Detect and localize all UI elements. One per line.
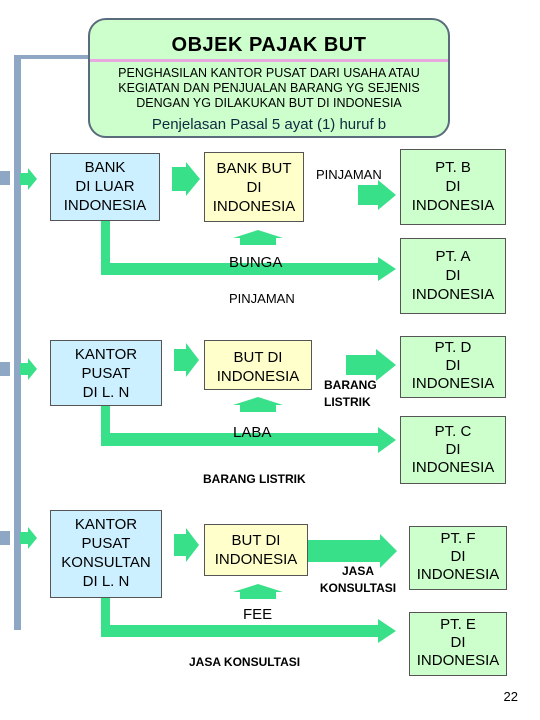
- arrow-right-icon: [20, 168, 37, 190]
- arrow-right-icon: [358, 180, 396, 210]
- transaction-label-pinjaman: PINJAMAN: [316, 167, 382, 182]
- transaction-label-jasa-konsultasi: JASA KONSULTASI: [319, 564, 397, 595]
- source-box-kantor-konsultan: KANTOR PUSAT KONSULTAN DI L. N: [50, 510, 162, 598]
- flow-label-pinjaman: PINJAMAN: [229, 291, 295, 306]
- pt-box-e: PT. E DI INDONESIA: [409, 612, 507, 676]
- arrow-up-icon: [233, 230, 283, 245]
- diagram-title: OBJEK PAJAK BUT: [171, 34, 367, 56]
- arrow-up-icon: [233, 584, 283, 599]
- arrow-right-icon: [172, 162, 200, 196]
- arrow-right-icon: [174, 343, 199, 377]
- arrow-right-icon: [308, 534, 397, 568]
- flow-label-jasa-konsultasi: JASA KONSULTASI: [189, 655, 301, 669]
- page-number: 22: [503, 689, 518, 704]
- bullet-bar-1: [0, 171, 10, 185]
- bullet-bar-3: [0, 531, 10, 545]
- source-box-bank-luar: BANK DI LUAR INDONESIA: [50, 153, 160, 221]
- arrow-right-icon: [174, 528, 199, 562]
- pt-box-f: PT. F DI INDONESIA: [409, 526, 507, 590]
- flow-label-barang-listrik: BARANG LISTRIK: [203, 472, 306, 486]
- header-line-3: DENGAN YG DILAKUKAN BUT DI INDONESIA: [136, 96, 402, 110]
- elbow-arrow-icon: [101, 580, 396, 643]
- but-box-bank: BANK BUT DI INDONESIA: [204, 152, 304, 222]
- header-divider: [90, 59, 448, 62]
- pt-box-d: PT. D DI INDONESIA: [400, 336, 506, 398]
- pt-box-c: PT. C DI INDONESIA: [400, 416, 506, 484]
- income-label-fee: FEE: [243, 606, 273, 623]
- left-trunk-line: [14, 55, 21, 630]
- header-subtitle: Penjelasan Pasal 5 ayat (1) huruf b: [151, 116, 387, 133]
- trunk-connector-header: [14, 55, 88, 59]
- arrow-up-icon: [233, 397, 283, 412]
- pt-box-b: PT. B DI INDONESIA: [400, 149, 506, 225]
- income-label-bunga: BUNGA: [229, 254, 283, 271]
- source-box-kantor-pusat: KANTOR PUSAT DI L. N: [50, 340, 162, 406]
- row3-arrows: [20, 527, 397, 643]
- income-label-laba: LABA: [233, 424, 272, 441]
- header-line-2: KEGIATAN DAN PENJUALAN BARANG YG SEJENIS: [118, 81, 420, 95]
- transaction-label-barang-listrik: BARANG LISTRIK: [324, 378, 377, 409]
- elbow-arrow-icon: [101, 182, 396, 281]
- but-box-row2: BUT DI INDONESIA: [204, 340, 312, 390]
- arrow-right-icon: [20, 358, 37, 380]
- row1-arrows: [20, 162, 396, 281]
- row2-arrows: [20, 343, 396, 453]
- pt-box-a: PT. A DI INDONESIA: [400, 238, 506, 314]
- arrow-right-icon: [346, 349, 396, 381]
- elbow-arrow-icon: [101, 373, 396, 453]
- header-box: OBJEK PAJAK BUT PENGHASILAN KANTOR PUSAT…: [88, 18, 450, 138]
- but-box-row3: BUT DI INDONESIA: [204, 524, 308, 576]
- header-line-1: PENGHASILAN KANTOR PUSAT DARI USAHA ATAU: [118, 66, 420, 80]
- arrow-right-icon: [20, 527, 37, 549]
- bullet-bar-2: [0, 362, 10, 376]
